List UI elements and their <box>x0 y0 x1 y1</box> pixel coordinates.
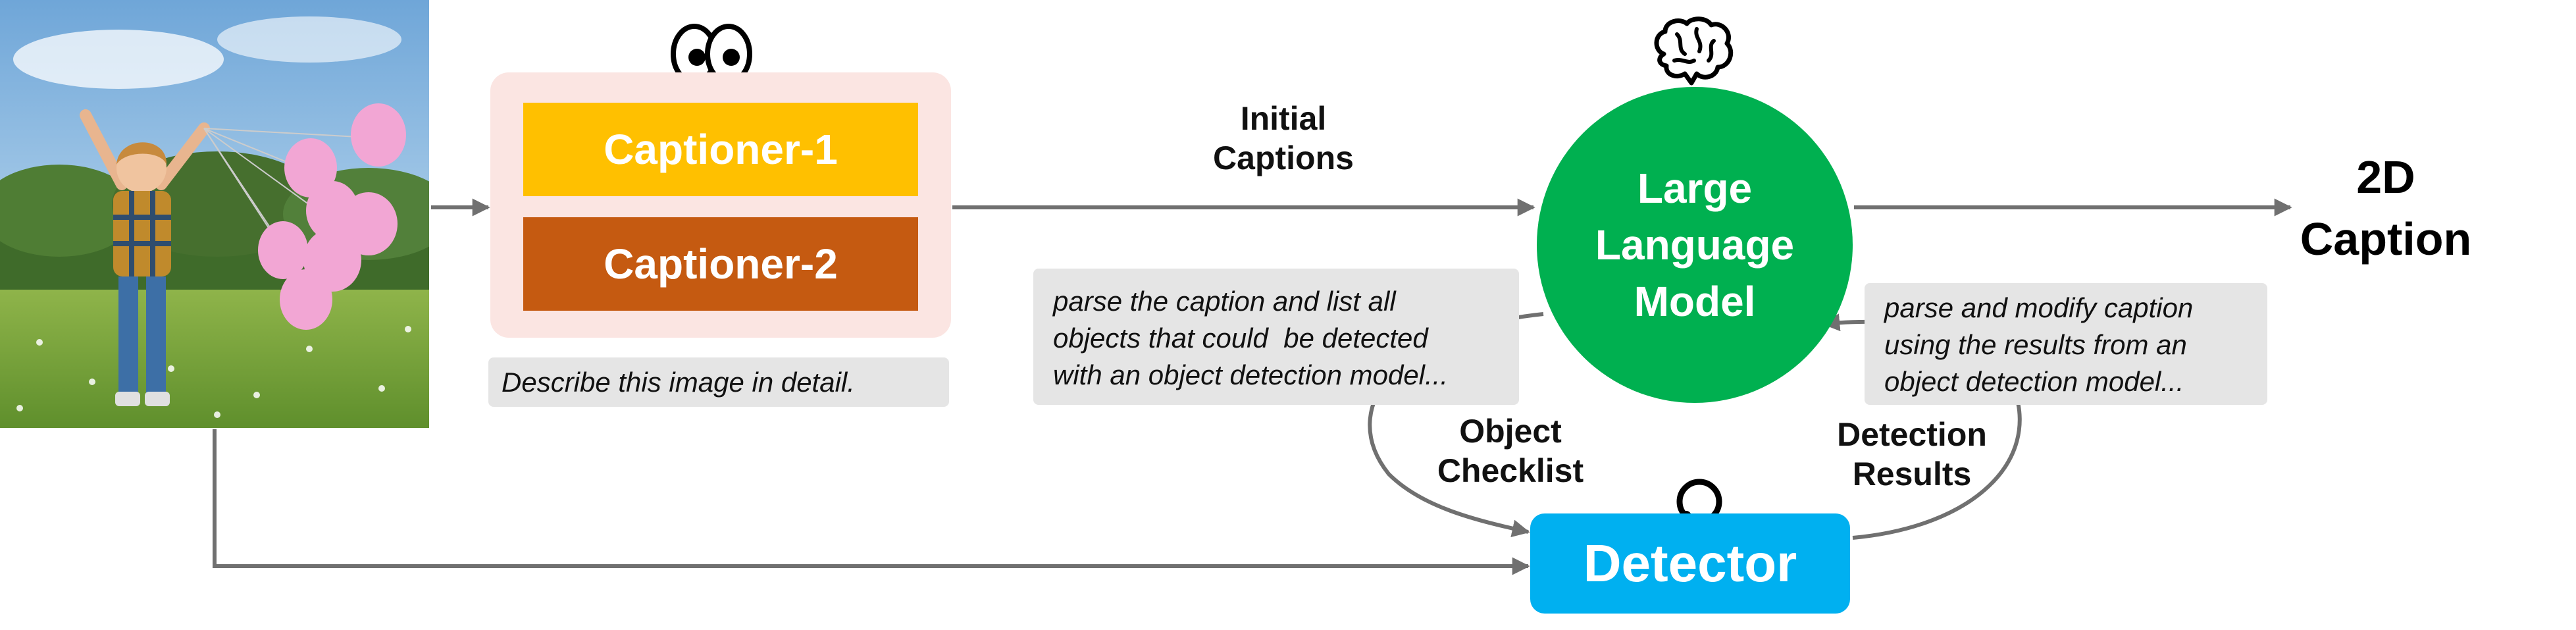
llm-node: Large Language Model <box>1537 87 1853 403</box>
captioner-1-label: Captioner-1 <box>604 126 838 173</box>
captioner-2-label: Captioner-2 <box>604 240 838 288</box>
llm-label-line-1: Large <box>1637 165 1753 212</box>
caption-prompt-text: Describe this image in detail. <box>502 366 855 398</box>
brain-icon <box>1651 14 1736 90</box>
object-checklist-label: Object Checklist <box>1437 413 1584 489</box>
initial-captions-label: Initial Captions <box>1213 100 1354 176</box>
llm-label-line-2: Language <box>1595 221 1795 269</box>
arrow-image-to-detector <box>213 429 1530 575</box>
parse-instruction-note: parse the caption and list all objects t… <box>1033 269 1519 405</box>
eyes-icon <box>668 21 754 90</box>
detection-results-label: Detection Results <box>1837 416 1987 492</box>
caption-prompt: Describe this image in detail. <box>488 357 949 407</box>
llm-label-line-3: Model <box>1634 278 1756 325</box>
detector-node: Detector <box>1530 513 1850 614</box>
modify-instruction-note: parse and modify caption using the resul… <box>1865 283 2267 405</box>
input-image <box>0 0 429 428</box>
captioner-1-box: Captioner-1 <box>523 103 918 196</box>
captioner-2-box: Captioner-2 <box>523 217 918 311</box>
output-2d-caption: 2D Caption <box>2300 151 2472 265</box>
detector-label: Detector <box>1583 534 1797 592</box>
